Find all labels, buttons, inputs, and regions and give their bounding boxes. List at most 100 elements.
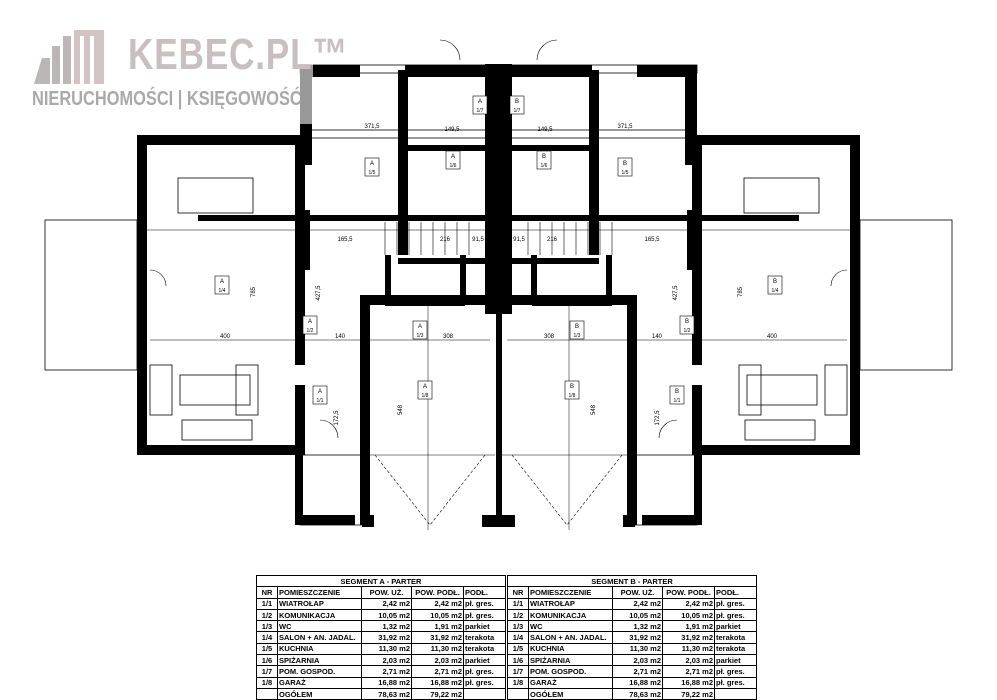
table-cell: pł. gres. xyxy=(463,608,506,622)
room-tag-box xyxy=(412,320,428,340)
table-cell: 1/8 xyxy=(507,676,529,689)
room-tag-segment: A xyxy=(370,161,374,167)
wall xyxy=(362,515,374,527)
table-title: SEGMENT B - PARTER xyxy=(507,574,757,588)
table-cell: 2,42 m2 xyxy=(361,597,412,610)
furniture xyxy=(746,374,818,406)
wall xyxy=(692,385,702,455)
table-cell: 11,30 m2 xyxy=(662,642,715,656)
table-cell: 1/4 xyxy=(507,631,529,644)
terrace-outline xyxy=(299,454,363,526)
table-cell: 1/3 xyxy=(507,620,529,633)
table-cell: 2,03 m2 xyxy=(361,654,412,667)
table-cell: SPIŻARNIA xyxy=(277,654,362,667)
room-tag-box xyxy=(302,315,318,335)
room-tag-segment: A xyxy=(478,99,482,105)
table-cell: WIATROŁAP xyxy=(528,597,613,610)
room-tag: B1/3 xyxy=(569,320,585,340)
column-header: POMIESZCZENIE xyxy=(528,586,613,599)
table-cell: 2,71 m2 xyxy=(612,665,663,678)
table-cell: 2,71 m2 xyxy=(662,665,715,678)
table-cell: 16,88 m2 xyxy=(361,676,412,689)
room-tag-number: 1/3 xyxy=(574,333,581,339)
room-tag: A1/1 xyxy=(312,385,328,405)
table-cell: pł. gres. xyxy=(714,608,757,622)
wall xyxy=(531,255,537,300)
table-cell: parkiet xyxy=(714,620,757,633)
table-cell: WC xyxy=(277,620,362,633)
room-tag-box xyxy=(669,385,685,405)
table-title: SEGMENT A - PARTER xyxy=(256,574,506,588)
wall xyxy=(589,70,599,255)
wall xyxy=(482,515,500,527)
room-tag: A1/6 xyxy=(445,150,461,170)
room-tag-number: 1/8 xyxy=(422,393,429,399)
room-tag-box xyxy=(364,157,380,177)
dimension-label: 216 xyxy=(440,237,451,243)
dimension-label: 400 xyxy=(220,334,231,340)
room-tag-segment: B xyxy=(570,384,574,390)
table-cell: 1/7 xyxy=(507,665,529,678)
room-tag-box xyxy=(214,275,230,295)
room-tag: B1/8 xyxy=(564,380,580,400)
wall xyxy=(295,385,305,455)
room-tag: A1/2 xyxy=(302,315,318,335)
column-header: POW. UŻ. xyxy=(361,586,412,599)
room-tag: A1/3 xyxy=(412,320,428,340)
table-cell: 31,92 m2 xyxy=(361,631,412,644)
wall xyxy=(642,515,702,525)
room-tag: B1/2 xyxy=(679,315,695,335)
furniture xyxy=(743,177,820,214)
dimension-label: 140 xyxy=(335,334,346,340)
room-tag-segment: B xyxy=(515,99,519,105)
table-cell: SALON + AN. JADAL. xyxy=(277,631,362,644)
table-cell: 10,05 m2 xyxy=(361,608,412,622)
total-cell: OGÓŁEM xyxy=(277,687,362,700)
total-cell: 78,63 m2 xyxy=(361,687,412,700)
room-tag-number: 1/3 xyxy=(417,333,424,339)
dimension-label: 371,5 xyxy=(617,124,633,130)
furniture xyxy=(181,419,253,441)
wall xyxy=(137,135,147,455)
dimension-label: 172,5 xyxy=(655,410,661,426)
table-cell: 10,05 m2 xyxy=(411,608,464,622)
logo-subtitle: NIERUCHOMOŚCI | KSIĘGOWOŚĆ xyxy=(32,88,302,110)
table-cell: 1,32 m2 xyxy=(361,620,412,633)
party-wall xyxy=(496,64,502,526)
table-cell: 2,03 m2 xyxy=(612,654,663,667)
table-cell: 1/2 xyxy=(507,608,529,622)
table-cell: terakota xyxy=(714,642,757,656)
room-tag-segment: B xyxy=(675,389,679,395)
table-cell: 1/6 xyxy=(256,654,278,667)
dimension-label: 165,5 xyxy=(337,237,353,243)
table-cell: POM. GOSPOD. xyxy=(277,665,362,678)
wall xyxy=(499,145,599,151)
table-cell: pł. gres. xyxy=(463,665,506,678)
room-tag-segment: A xyxy=(308,319,312,325)
wall xyxy=(405,65,500,77)
table-cell: pł. gres. xyxy=(714,665,757,678)
wall xyxy=(606,255,612,300)
table-cell: 11,30 m2 xyxy=(612,642,663,656)
table-cell: 1/7 xyxy=(256,665,278,678)
wall xyxy=(398,70,408,255)
furniture xyxy=(235,364,259,416)
table-cell: 11,30 m2 xyxy=(411,642,464,656)
total-cell xyxy=(256,687,278,700)
dimension-label: 91,5 xyxy=(472,237,484,243)
wall xyxy=(692,445,860,455)
dimension-label: 785 xyxy=(738,286,744,297)
wall xyxy=(627,295,637,525)
table-cell: pł. gres. xyxy=(463,676,506,689)
table-cell: 2,71 m2 xyxy=(361,665,412,678)
column-header: NR xyxy=(507,586,529,599)
wall xyxy=(137,135,305,145)
